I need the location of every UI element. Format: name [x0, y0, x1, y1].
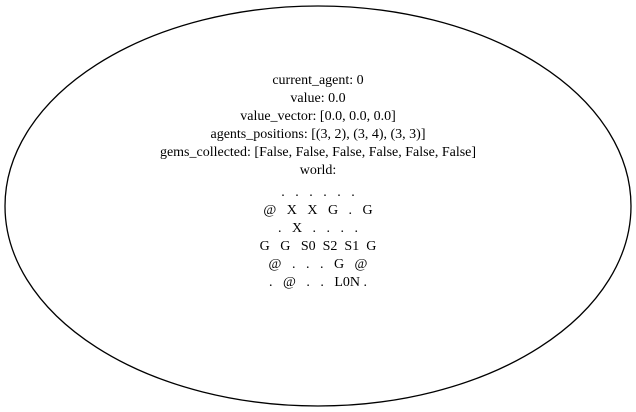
world-grid: . . . . . . @ X X G . G . X . . . . G G … — [0, 184, 636, 292]
world-row-5: . @ . . L0N . — [268, 275, 368, 290]
value-text: value: 0.0 — [290, 91, 346, 106]
world-row-2: . X . . . . — [277, 221, 359, 236]
agents-positions-text: agents_positions: [(3, 2), (3, 4), (3, 3… — [210, 127, 426, 142]
current-agent-text: current_agent: 0 — [272, 73, 364, 88]
world-row-4: @ . . . G @ — [268, 257, 368, 272]
value-vector-text: value_vector: [0.0, 0.0, 0.0] — [240, 109, 396, 124]
state-node-label: current_agent: 0 value: 0.0 value_vector… — [0, 72, 636, 290]
world-row-0: . . . . . . — [281, 185, 355, 200]
gems-collected-text: gems_collected: [False, False, False, Fa… — [159, 145, 477, 160]
world-row-3: G G S0 S2 S1 G — [259, 239, 377, 254]
world-row-1: @ X X G . G — [263, 203, 373, 218]
world-label: world: — [299, 163, 337, 178]
state-node-ellipse — [4, 5, 632, 407]
